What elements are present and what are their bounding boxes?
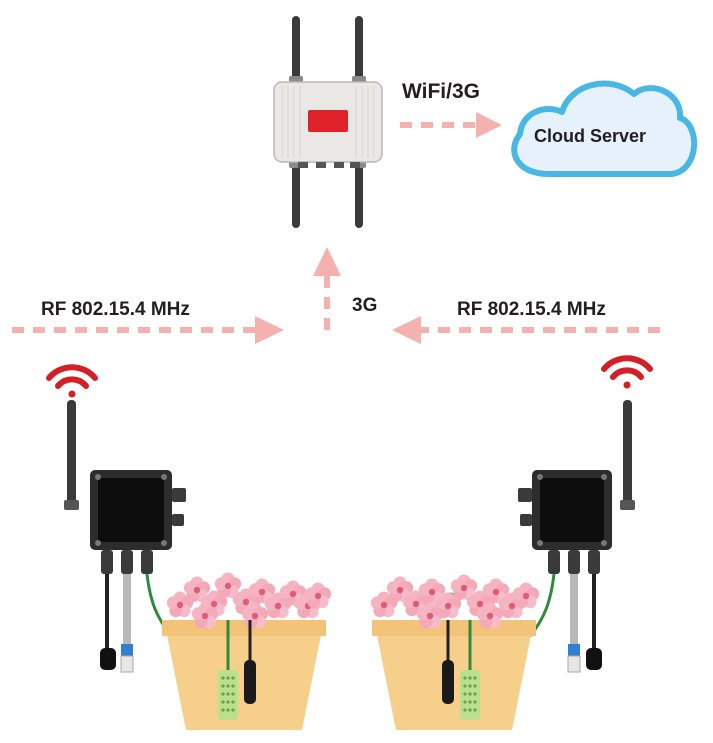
rf-left-label: RF 802.15.4 MHz: [41, 299, 190, 320]
rf-right-arrow: [392, 316, 660, 344]
node-antenna: [67, 400, 76, 508]
uplink-arrow: [400, 112, 502, 138]
flower-pot-left: [162, 572, 332, 730]
cellular-label: 3G: [352, 295, 377, 316]
flower-pot-right: [370, 574, 540, 730]
cellular-arrow: [313, 247, 341, 330]
uplink-label: WiFi/3G: [402, 80, 480, 103]
gateway-brand-badge: [308, 110, 348, 132]
gateway-ports: [298, 162, 360, 168]
cloud-server: [511, 80, 697, 177]
rf-right-label: RF 802.15.4 MHz: [457, 299, 606, 320]
signal-icon: [601, 355, 653, 380]
gateway: [273, 16, 383, 228]
signal-icon: [46, 364, 98, 389]
node-antenna: [623, 400, 632, 508]
cloud-label: Cloud Server: [534, 126, 646, 146]
rf-left-arrow: [12, 316, 284, 344]
sensor-node-left: [46, 364, 186, 673]
sensor-node-right: [518, 355, 653, 673]
